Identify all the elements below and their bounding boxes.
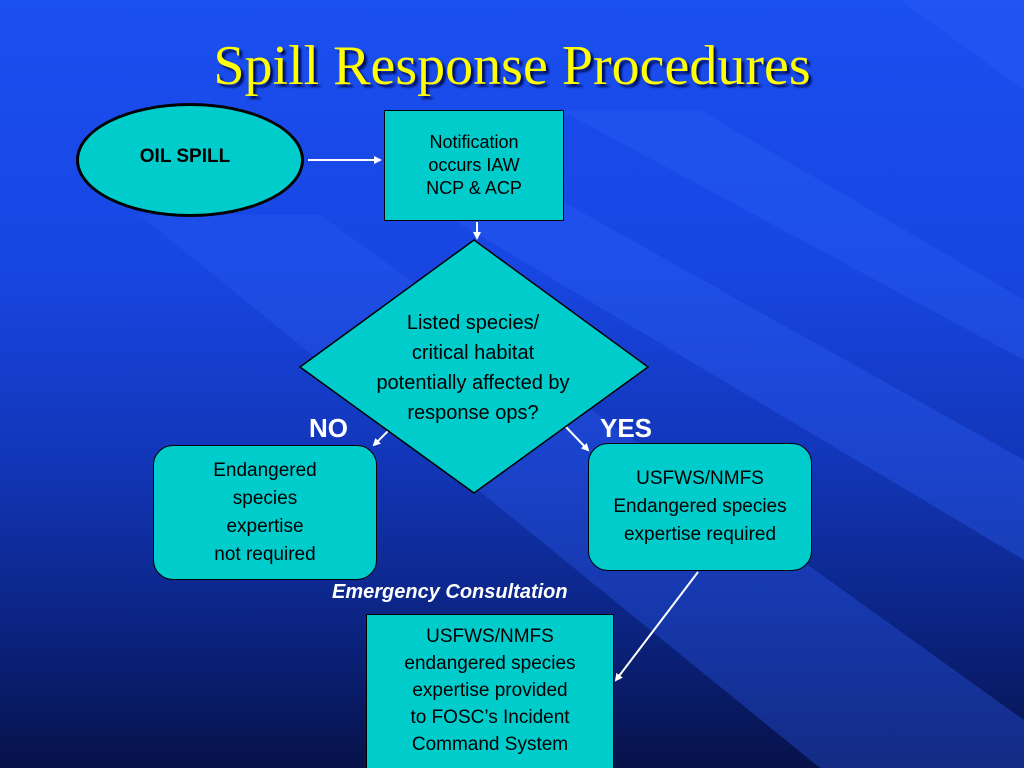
oil-spill-node: OIL SPILL — [76, 103, 304, 217]
arrow-decision-to-yes — [565, 426, 590, 452]
no-label: NO — [309, 413, 348, 443]
yes-label: YES — [600, 413, 653, 443]
expertise-required-box: USFWS/NMFS Endangered species expertise … — [588, 443, 812, 571]
notification-box: Notification occurs IAW NCP & ACP — [384, 110, 564, 221]
expertise-provided-box: USFWS/NMFS endangered species expertise … — [366, 614, 614, 768]
decision-diamond — [298, 239, 650, 494]
expertise-not-required-box: Endangered species expertise not require… — [153, 445, 377, 580]
oil-spill-label: OIL SPILL — [139, 146, 231, 167]
arrow-yes-to-provided — [614, 571, 699, 682]
emergency-consultation-label: Emergency Consultation — [332, 581, 568, 603]
slide-title: Spill Response Procedures — [213, 35, 811, 97]
decision-question: Listed species/ critical habitat potenti… — [376, 312, 570, 424]
